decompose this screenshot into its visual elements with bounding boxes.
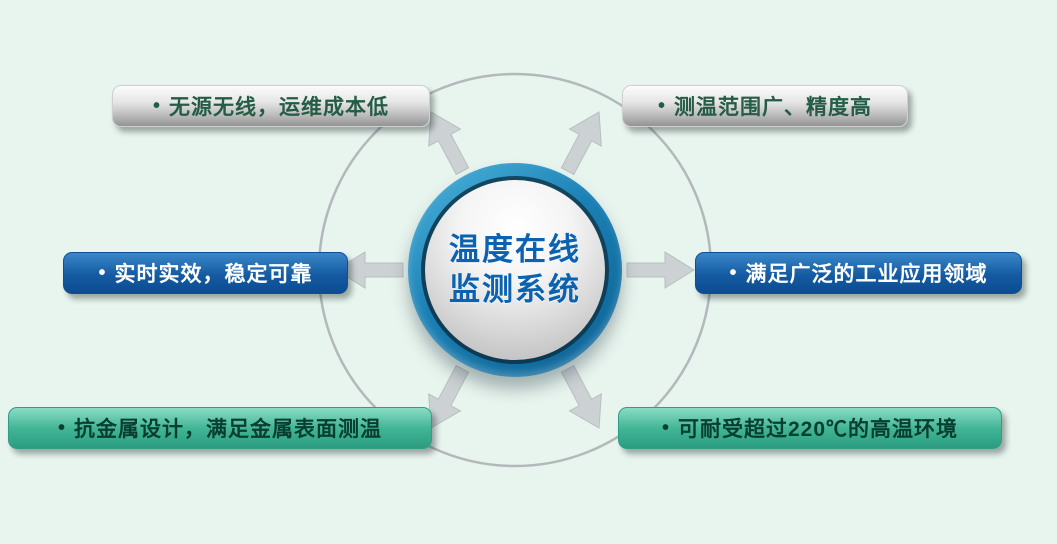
bullet-icon: • [57, 416, 66, 439]
feature-label: 可耐受超过220℃的高温环境 [677, 418, 959, 441]
feature-label: 满足广泛的工业应用领域 [745, 263, 988, 286]
arrow-up-left-icon [428, 111, 470, 176]
center-sphere: 温度在线 监测系统 [425, 180, 605, 360]
center-title-line2: 监测系统 [449, 272, 581, 307]
bullet-icon: • [657, 94, 666, 117]
feature-box-hightemp: • 可耐受超过220℃的高温环境 [618, 407, 1002, 449]
bullet-icon: • [98, 261, 107, 284]
center-node: 温度在线 监测系统 [408, 163, 622, 377]
feature-box-range: • 测温范围广、精度高 [622, 85, 908, 127]
feature-box-industrial: • 满足广泛的工业应用领域 [695, 252, 1022, 294]
feature-label: 测温范围广、精度高 [674, 96, 872, 119]
feature-box-wireless: • 无源无线，运维成本低 [112, 85, 430, 127]
center-title: 温度在线 监测系统 [449, 230, 581, 311]
feature-box-realtime: • 实时实效，稳定可靠 [63, 252, 348, 294]
arrow-right-icon [626, 251, 695, 289]
bullet-icon: • [661, 416, 670, 439]
center-title-line1: 温度在线 [449, 231, 581, 267]
arrow-set [335, 111, 695, 429]
bullet-icon: • [729, 261, 738, 284]
bullet-icon: • [152, 94, 161, 117]
feature-label: 实时实效，稳定可靠 [114, 263, 313, 286]
feature-box-metal: • 抗金属设计，满足金属表面测温 [8, 407, 432, 449]
arrow-down-right-icon [560, 364, 602, 429]
arrow-up-right-icon [560, 111, 602, 176]
arrow-left-icon [335, 251, 404, 289]
feature-label: 抗金属设计，满足金属表面测温 [74, 418, 382, 441]
feature-label: 无源无线，运维成本低 [169, 96, 389, 119]
